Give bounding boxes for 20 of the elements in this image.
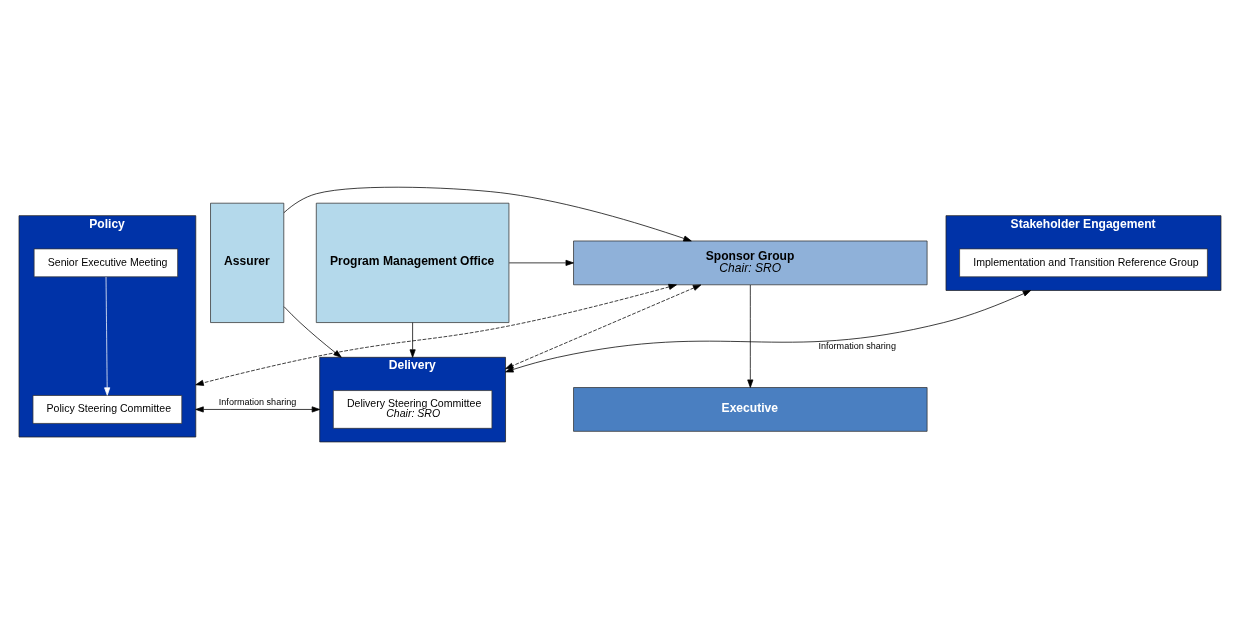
arrow — [505, 290, 1032, 373]
arrow — [747, 284, 754, 388]
node-box: Assurer — [210, 202, 285, 323]
node-box: Executive — [573, 387, 928, 432]
arrow — [508, 259, 574, 266]
node-box: Policy Steering Committee — [32, 395, 183, 424]
edge-label: Information sharing — [218, 396, 297, 407]
arrow — [409, 322, 416, 358]
node-box: Sponsor Group Chair: SRO — [573, 240, 928, 286]
arrow — [283, 186, 692, 242]
node-box: Program Management Office — [315, 202, 510, 323]
node-box: Delivery Steering Committee Chair: SRO — [332, 390, 493, 429]
node-box: Implementation and Transition Reference Group — [959, 248, 1208, 278]
arrow — [195, 283, 677, 386]
arrow — [104, 276, 111, 396]
arrow — [283, 306, 342, 358]
arrow — [195, 406, 321, 413]
node-box: Senior Executive Meeting — [33, 248, 179, 278]
edge-label: Information sharing — [818, 340, 896, 351]
arrow — [505, 284, 702, 370]
